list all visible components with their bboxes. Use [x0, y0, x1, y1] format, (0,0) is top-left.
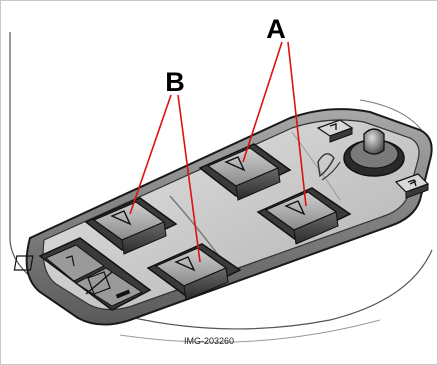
- mirror-left-button[interactable]: [316, 119, 354, 143]
- mirror-left-icon: [329, 123, 337, 130]
- mirror-right-button[interactable]: [394, 173, 430, 199]
- switch-panel-surface: [42, 119, 420, 311]
- window-switch-icon: [284, 200, 306, 216]
- callout-label-a: A: [266, 14, 286, 44]
- window-switch-icon: [110, 210, 132, 226]
- image-id-label: IMG-203260: [184, 336, 234, 346]
- window-lockout-icon[interactable]: [85, 271, 131, 299]
- front-left-window-switch[interactable]: [198, 143, 292, 201]
- window-switch-icon: [224, 156, 246, 172]
- door-trim-curve-lower: [119, 319, 381, 343]
- panel-divider-right: [291, 131, 341, 201]
- callout-lines-a: [242, 41, 307, 207]
- callout-lines-b: [129, 94, 201, 263]
- callout-label-b: B: [165, 67, 185, 97]
- rear-right-window-switch[interactable]: [146, 243, 242, 301]
- rear-left-window-switch[interactable]: [84, 197, 178, 255]
- mirror-right-icon: [407, 179, 417, 187]
- mirror-fold-icon: [317, 153, 341, 181]
- window-switch-icon: [174, 256, 196, 272]
- child-lock-icon[interactable]: [13, 255, 75, 271]
- front-right-window-switch[interactable]: [256, 187, 352, 245]
- mirror-adjust-knob-icon: [363, 128, 385, 155]
- mirror-adjust-knob[interactable]: [343, 128, 405, 177]
